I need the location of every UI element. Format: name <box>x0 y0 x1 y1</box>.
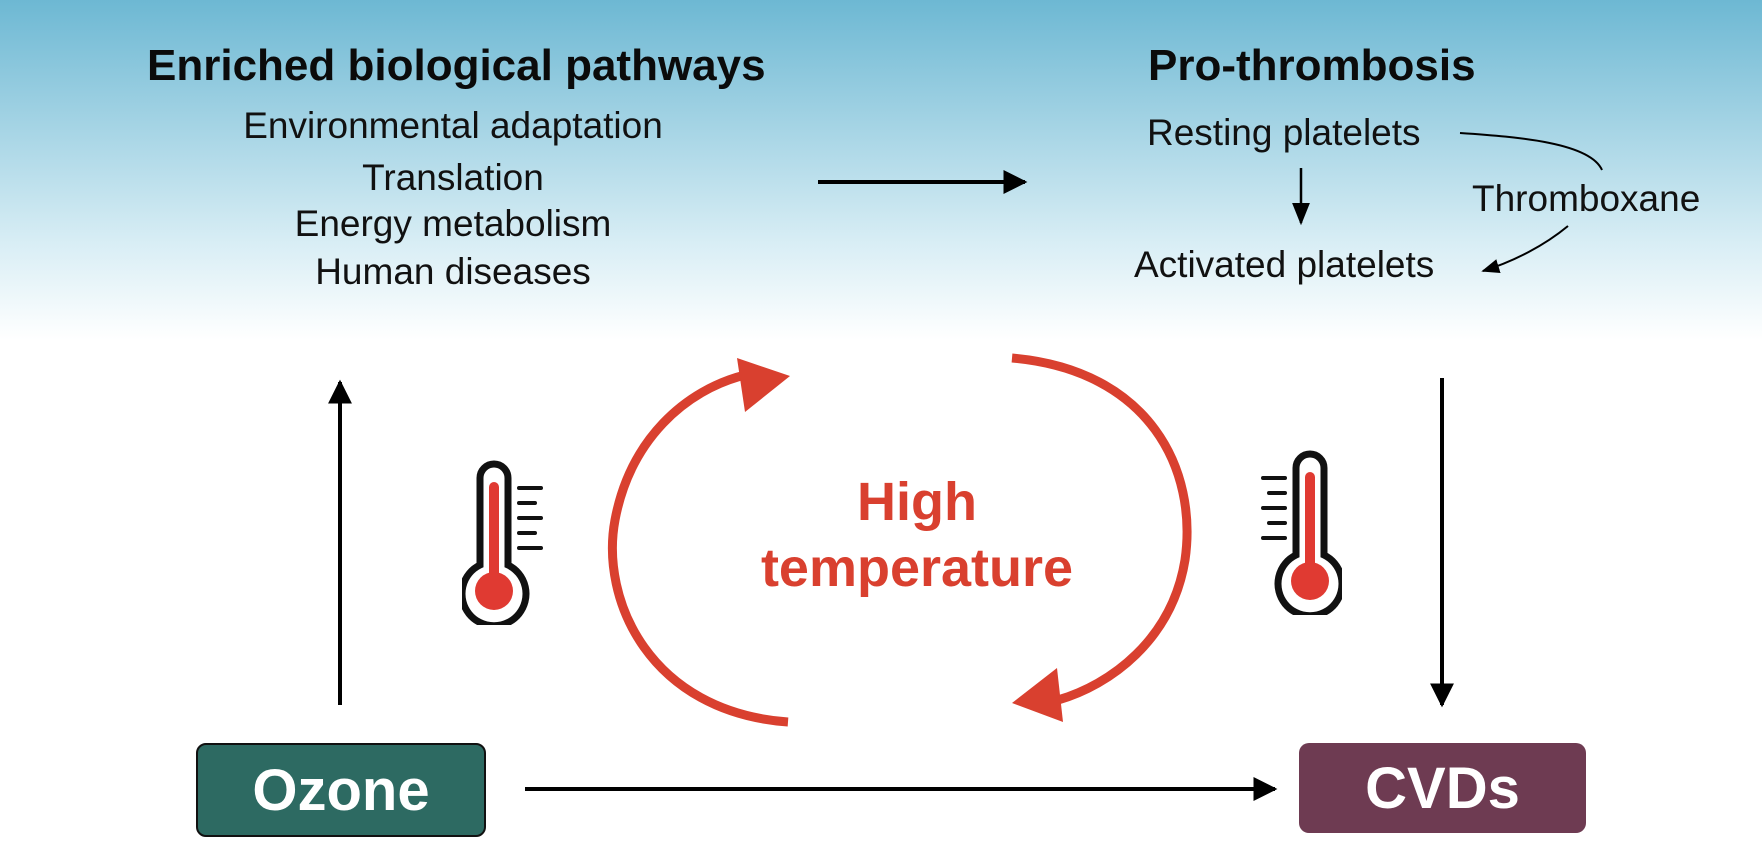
pathway-item-translation: Translation <box>362 157 544 198</box>
thermometer-icon <box>462 460 543 625</box>
sky-gradient-background <box>0 0 1762 340</box>
cycle-arrow-right-head <box>1012 668 1063 722</box>
arrow-thromboxane-curve-bottom <box>1481 225 1569 274</box>
high-temperature-line1: High <box>857 472 977 532</box>
ozone-box: Ozone <box>196 743 486 837</box>
pathway-item-human-diseases: Human diseases <box>315 251 591 292</box>
high-temperature-label: High temperature <box>761 470 1073 602</box>
thermometer-icon <box>1261 450 1342 615</box>
cycle-arrow-right <box>1011 353 1192 705</box>
high-temperature-line2: temperature <box>760 537 1074 598</box>
thromboxane-label: Thromboxane <box>1472 178 1701 219</box>
cycle-arrow-left-head <box>737 358 790 412</box>
pathway-item-environmental-adaptation: Environmental adaptation <box>243 105 663 146</box>
thrombosis-heading: Pro-thrombosis <box>1148 41 1476 90</box>
activated-platelets-label: Activated platelets <box>1134 244 1435 285</box>
cvds-box: CVDs <box>1299 743 1586 833</box>
arrow-thromboxane-curve-top <box>1459 132 1603 171</box>
pathways-heading: Enriched biological pathways <box>147 41 766 90</box>
resting-platelets-label: Resting platelets <box>1147 112 1421 153</box>
cycle-arrow-left <box>607 370 789 727</box>
pathway-item-energy-metabolism: Energy metabolism <box>294 203 612 244</box>
